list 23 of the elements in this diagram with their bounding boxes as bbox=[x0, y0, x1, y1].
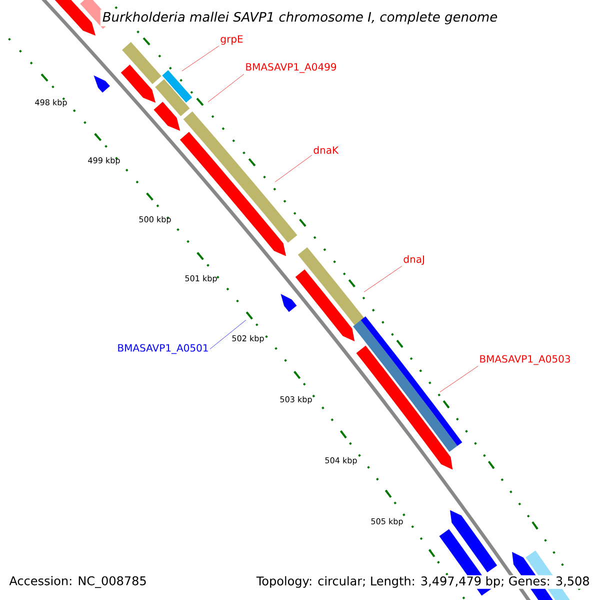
leader-line bbox=[182, 46, 220, 72]
scale-label: 502 kbp bbox=[232, 335, 264, 343]
leader-line bbox=[210, 320, 246, 350]
scale-label: 500 kbp bbox=[139, 216, 171, 224]
scale-label: 501 kbp bbox=[185, 275, 217, 283]
gene-label: BMASAVP1_A0501 bbox=[118, 344, 208, 354]
footer-text: Topology: circular; Length: 3,497,479 bp; Genes: 3,508 bbox=[255, 575, 591, 589]
gene-label: BMASAVP1_A0499 bbox=[246, 63, 336, 73]
scale-label: 498 kbp bbox=[35, 99, 67, 107]
scale-label: 504 kbp bbox=[325, 457, 357, 465]
gene-label: dnaK bbox=[314, 146, 339, 154]
gene-label: grpE bbox=[220, 35, 243, 45]
leader-line bbox=[274, 154, 312, 182]
leader-line bbox=[364, 266, 402, 292]
footer-text: Accession: NC_008785 bbox=[8, 575, 148, 589]
scale-label: 505 kbp bbox=[371, 518, 403, 526]
gene-label: dnaJ bbox=[404, 255, 424, 265]
scale-label: 503 kbp bbox=[280, 396, 312, 404]
leader-line bbox=[440, 366, 478, 392]
scale-label: 499 kbp bbox=[88, 157, 120, 165]
leader-line bbox=[208, 74, 244, 102]
gene-label: BMASAVP1_A0503 bbox=[480, 355, 570, 365]
title: Burkholderia mallei SAVP1 chromosome I, complete genome bbox=[100, 10, 500, 26]
